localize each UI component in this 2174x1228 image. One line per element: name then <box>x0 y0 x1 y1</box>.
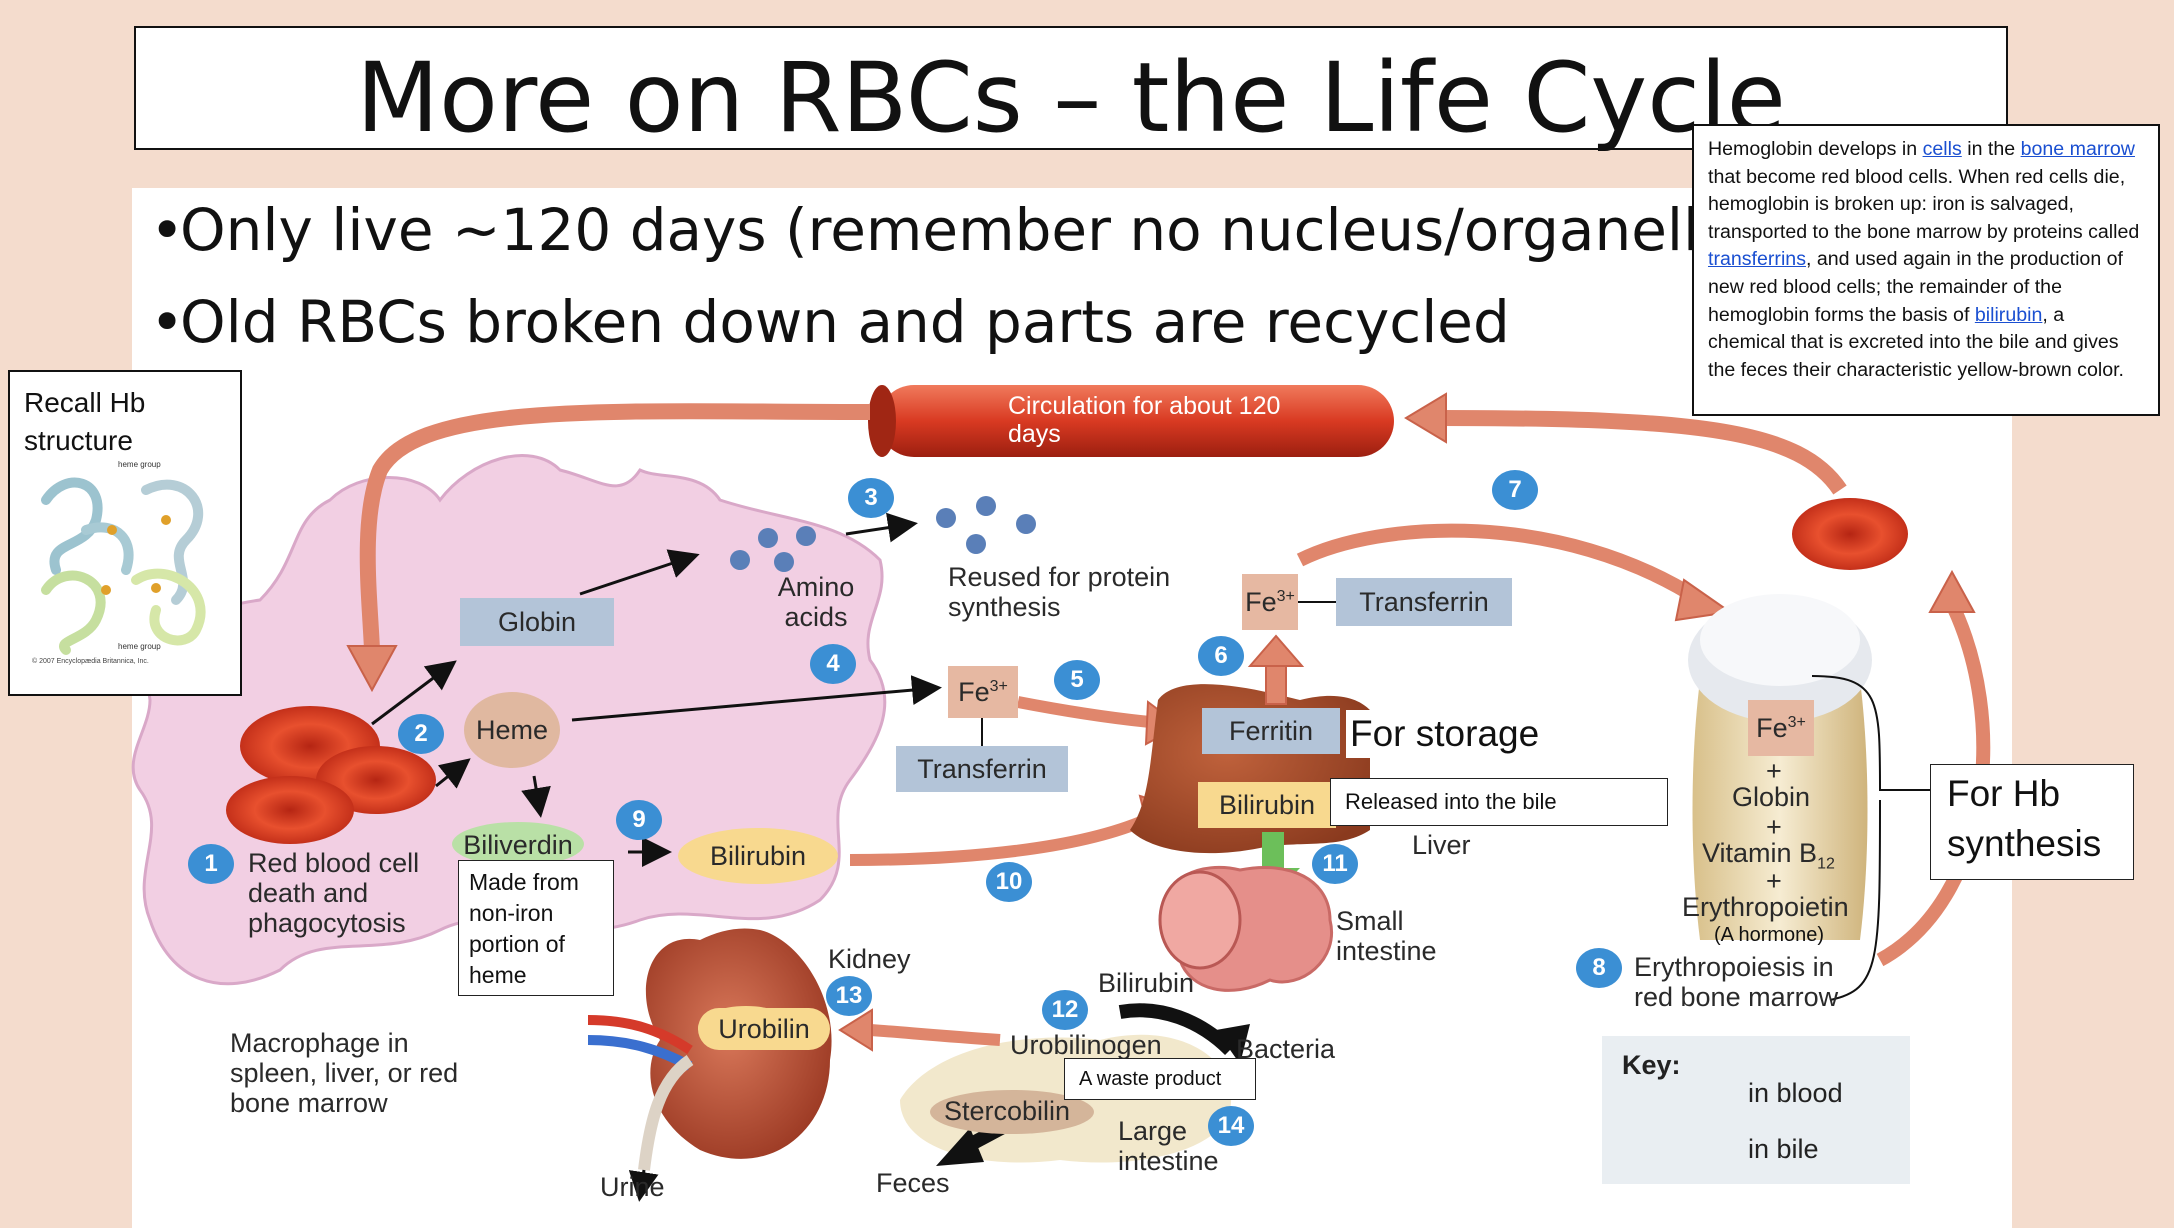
arrow-fe-to-marrow <box>1296 523 1704 606</box>
link-bone-marrow[interactable]: bone marrow <box>2020 138 2135 160</box>
ferritin-label: Ferritin <box>1228 715 1313 746</box>
marrow-plus-1: + <box>1766 756 1782 786</box>
fe3-top-text: Fe3+ <box>1245 586 1295 617</box>
small-intestine-label: Small intestine <box>1336 906 1437 966</box>
bullet-dot: • <box>150 288 185 356</box>
marrow-plus-3: + <box>1766 866 1782 896</box>
recall-hb-box: Recall Hb structure heme group heme grou… <box>8 370 242 696</box>
link-bilirubin[interactable]: bilirubin <box>1974 303 2043 326</box>
fe3-marrow-label: Fe3+ <box>1748 700 1814 756</box>
link-cells[interactable]: cells <box>1922 138 1962 160</box>
step-badge-3: 3 <box>848 478 894 518</box>
fe3-mid-label: Fe3+ <box>948 666 1018 718</box>
bilirubin-intestine-label: Bilirubin <box>1098 968 1195 998</box>
step-badge-1: 1 <box>188 844 234 884</box>
erythropoiesis-label: Erythropoiesis in red bone marrow <box>1634 952 1839 1012</box>
circulation-label: Circulation for about 120 days <box>1008 392 1281 448</box>
arrow-bilirubin-to-liver <box>849 812 1153 866</box>
step-badge-9: 9 <box>616 800 662 840</box>
blood-vessel <box>878 385 1394 457</box>
urine-label: Urine <box>600 1172 665 1202</box>
marrow-vitb12-label: Vitamin B12 <box>1702 838 1835 873</box>
recall-title: Recall Hb structure <box>24 387 146 456</box>
arrow-fe-to-liver <box>1016 696 1151 728</box>
reused-label: Reused for protein synthesis <box>948 562 1171 622</box>
red-blood-cell-right <box>1792 498 1908 570</box>
info-text-5: , a chemical that is excreted into the b… <box>1708 303 2124 381</box>
step-badge-13: 13 <box>826 976 872 1016</box>
info-text-3: that become red blood cells. When red ce… <box>1708 165 2140 243</box>
marrow-plus-2: + <box>1766 812 1782 842</box>
info-text-4: , and used again in the production of ne… <box>1708 248 2124 326</box>
arrow-circulation-to-macrophage <box>359 403 871 651</box>
bullet-2-text: Old RBCs broken down and parts are recyc… <box>180 288 1510 356</box>
liver-label: Liver <box>1412 830 1471 860</box>
stercobilin-label: Stercobilin <box>944 1096 1071 1126</box>
heme-group-label-bottom: heme group <box>118 642 161 651</box>
key-blood-label: in blood <box>1748 1078 1843 1108</box>
step-badge-12: 12 <box>1042 990 1088 1030</box>
amino-acid-dots <box>730 496 1036 572</box>
note-for-hb-synthesis: For Hb synthesis <box>1930 764 2134 880</box>
hemoglobin-structure-image <box>41 477 206 655</box>
info-text-1: Hemoglobin develops in <box>1708 138 1923 160</box>
large-intestine-label: Large intestine <box>1118 1116 1219 1176</box>
step-badge-14: 14 <box>1208 1106 1254 1146</box>
info-text-2: in the <box>1961 138 2021 160</box>
biliverdin-label: Biliverdin <box>463 829 573 860</box>
bullet-dot: • <box>150 196 185 264</box>
step-badge-2: 2 <box>398 714 444 754</box>
copyright-note: © 2007 Encyclopædia Britannica, Inc. <box>32 658 149 665</box>
urobilinogen-label: Urobilinogen <box>1010 1030 1162 1060</box>
page-title: More on RBCs – the Life Cycle <box>356 42 1786 154</box>
transferrin-mid-label: Transferrin <box>917 753 1047 784</box>
step-badge-10: 10 <box>986 862 1032 902</box>
rbc-death-label: Red blood cell death and phagocytosis <box>248 848 420 938</box>
kidney-label: Kidney <box>828 944 911 974</box>
key-legend: Key: in blood in bile <box>1602 1036 1910 1184</box>
arrow-rbc-to-vessel <box>1439 410 1847 495</box>
macrophage-label: Macrophage in spleen, liver, or red bone… <box>230 1028 459 1118</box>
bullet-1-text: Only live ~120 days (remember no nucleus… <box>180 196 1788 264</box>
heme-group-label-top: heme group <box>118 460 161 469</box>
amino-acids-label: Amino acids <box>777 572 855 632</box>
bullet-2: •Old RBCs broken down and parts are recy… <box>150 288 1510 356</box>
bilirubin-liver-label: Bilirubin <box>1218 789 1316 820</box>
fe3-mid-text: Fe3+ <box>958 676 1008 707</box>
bullet-1: •Only live ~120 days (remember no nucleu… <box>150 196 1788 264</box>
bilirubin-macrophage-label: Bilirubin <box>709 840 807 871</box>
key-bile-label: in bile <box>1748 1134 1819 1164</box>
note-for-storage: For storage <box>1346 710 1550 758</box>
feces-label: Feces <box>876 1168 950 1198</box>
key-title: Key: <box>1622 1050 1681 1080</box>
hormone-note: (A hormone) <box>1714 924 1825 946</box>
title-box: More on RBCs – the Life Cycle <box>134 26 2008 154</box>
arrow-to-kidney <box>869 1024 1001 1046</box>
fe3-marrow-text: Fe3+ <box>1756 712 1806 743</box>
note-released-into-bile: Released into the bile <box>1330 778 1668 826</box>
hemoglobin-info-box: Hemoglobin develops in cells in the bone… <box>1692 124 2160 416</box>
bone-marrow <box>1692 680 1868 940</box>
step-badge-11: 11 <box>1312 844 1358 884</box>
note-waste-product: A waste product <box>1064 1058 1256 1100</box>
link-transferrins[interactable]: transferrins <box>1708 248 1806 271</box>
urobilin-label: Urobilin <box>698 1008 830 1050</box>
fe3-top-label: Fe3+ <box>1242 574 1298 630</box>
marrow-epo-label: Erythropoietin <box>1682 892 1849 922</box>
step-badge-5: 5 <box>1054 660 1100 700</box>
heme-label: Heme <box>475 714 549 745</box>
step-badge-6: 6 <box>1198 636 1244 676</box>
note-made-from-non-iron: Made from non-iron portion of heme <box>458 860 614 996</box>
transferrin-top-label: Transferrin <box>1359 586 1489 617</box>
marrow-globin-label: Globin <box>1732 782 1811 812</box>
step-badge-8: 8 <box>1576 948 1622 988</box>
globin-label: Globin <box>497 606 577 637</box>
step-badge-7: 7 <box>1492 470 1538 510</box>
step-badge-4: 4 <box>810 644 856 684</box>
